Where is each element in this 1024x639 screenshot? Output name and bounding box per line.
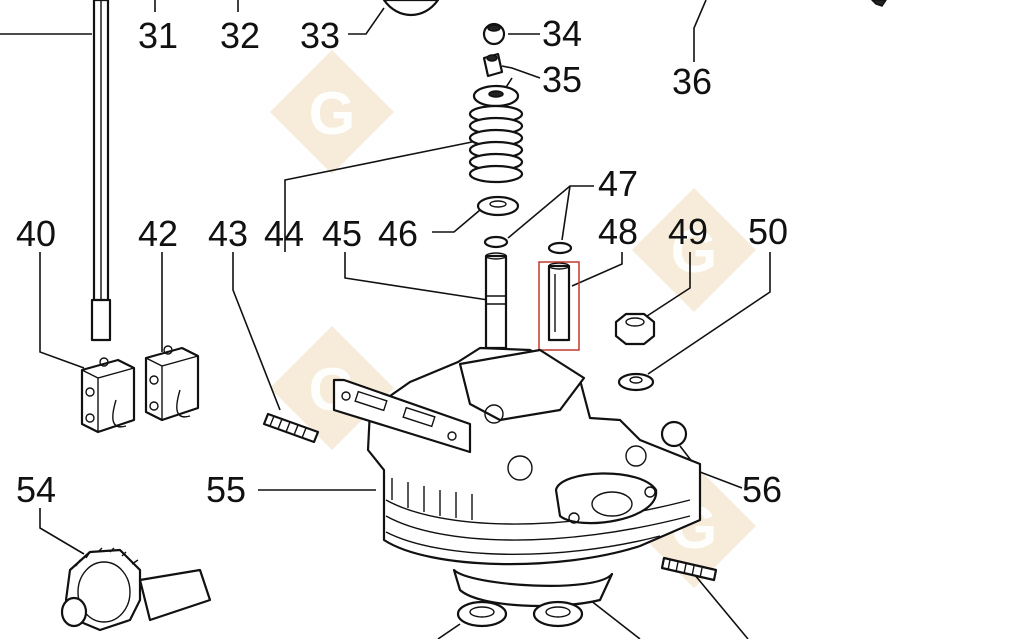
callout-50: 50 [748, 211, 788, 252]
spring-retainer [472, 84, 520, 108]
valve-seat-rings [456, 600, 584, 628]
stud-right [660, 556, 718, 582]
callout-36: 36 [672, 61, 712, 102]
callout-43: 43 [208, 213, 248, 254]
callout-56: 56 [742, 469, 782, 510]
callout-45: 45 [322, 213, 362, 254]
callout-42: 42 [138, 213, 178, 254]
valve-guide-48 [547, 262, 571, 342]
nut-49 [614, 312, 656, 346]
callout-31: 31 [138, 15, 178, 56]
watermark-letter: G [309, 80, 356, 147]
spring-seat-46 [476, 195, 520, 217]
head-gasket [452, 568, 614, 608]
callout-48: 48 [598, 211, 638, 252]
stud-43 [262, 412, 320, 444]
callout-55: 55 [206, 469, 246, 510]
valve-guide-45 [484, 252, 508, 350]
watermark-letter: G [671, 218, 718, 285]
seal-ring-47a [483, 235, 509, 249]
highlight-box-48 [538, 261, 580, 351]
valve-keeper-35 [482, 52, 504, 78]
callout-32: 32 [220, 15, 260, 56]
valve-cap-34 [482, 22, 506, 46]
seal-ring-47b [547, 241, 573, 255]
tappet-block-40 [80, 357, 136, 434]
callout-35: 35 [542, 59, 582, 100]
leader-lines [0, 0, 771, 639]
part-36-fragment [870, 0, 887, 7]
cylinder-head-55 [366, 346, 702, 566]
camshaft-gear-54 [60, 547, 212, 632]
callout-labels: 31 32 33 34 35 36 40 42 43 44 45 46 47 4… [16, 13, 788, 510]
tappet-block-42 [144, 345, 200, 422]
washer-50 [617, 372, 655, 392]
callout-40: 40 [16, 213, 56, 254]
callout-44: 44 [264, 213, 304, 254]
callout-54: 54 [16, 469, 56, 510]
plug-56 [660, 420, 688, 448]
callout-47: 47 [598, 163, 638, 204]
part-33-fragment [382, 0, 440, 16]
callout-46: 46 [378, 213, 418, 254]
watermark-logo-1: G [270, 50, 394, 174]
rocker-bracket [332, 378, 472, 454]
callout-49: 49 [668, 211, 708, 252]
callout-33: 33 [300, 15, 340, 56]
watermark-logo-2: G [632, 188, 756, 312]
push-rod [90, 0, 112, 342]
callout-34: 34 [542, 13, 582, 54]
valve-spring-44 [468, 104, 524, 184]
